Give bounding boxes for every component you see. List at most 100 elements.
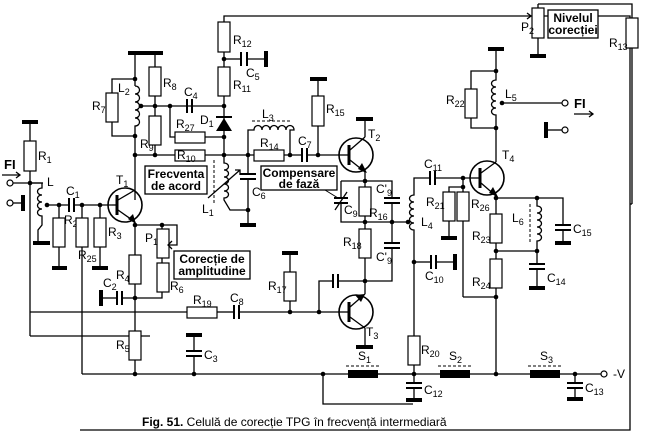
svg-text:C6: C6 [252, 185, 266, 201]
resistor-r24: R24 [472, 258, 503, 291]
capacitor-c9-prime-top: C'9 [376, 182, 400, 204]
resistor-r12: R12 [217, 21, 252, 53]
svg-text:R4: R4 [116, 268, 130, 284]
svg-text:C12: C12 [424, 383, 443, 399]
svg-text:C4: C4 [184, 85, 198, 101]
resistor-r3: R3 [93, 217, 122, 248]
svg-text:L4: L4 [421, 215, 433, 231]
annotation-compensare-de-faza: Compensare de fază [260, 165, 339, 199]
svg-text:R16: R16 [369, 206, 388, 222]
svg-text:R8: R8 [163, 76, 177, 92]
svg-text:de acord: de acord [151, 179, 201, 193]
potentiometer-p1: P1 [145, 225, 173, 259]
capacitor-c5: C5 [224, 51, 268, 82]
svg-text:S2: S2 [449, 349, 462, 365]
svg-text:R11: R11 [233, 78, 251, 94]
ferrite-s3: S3 [528, 349, 562, 378]
resistor-r14: R14 [253, 136, 285, 162]
svg-text:amplitudine: amplitudine [178, 264, 246, 278]
fi-output-terminal: FI [502, 96, 595, 138]
svg-text:C10: C10 [425, 269, 444, 285]
svg-text:S1: S1 [358, 349, 371, 365]
svg-text:C3: C3 [204, 348, 218, 364]
svg-text:R17: R17 [268, 279, 287, 295]
capacitor-c11: C11 [424, 157, 442, 185]
svg-text:R13: R13 [609, 36, 628, 52]
inductor-l2: L2 [118, 79, 141, 136]
resistor-r18: R18 [343, 228, 372, 259]
svg-text:C2: C2 [103, 276, 117, 292]
svg-text:R7: R7 [92, 99, 106, 115]
svg-text:T1: T1 [116, 173, 128, 189]
resistor-r11: R11 [217, 66, 251, 97]
resistor-r13: R13 [609, 17, 639, 52]
capacitor-c13: C13 [567, 374, 604, 401]
svg-text:P1: P1 [145, 231, 158, 247]
capacitor-c15: C15 [555, 222, 592, 245]
inductor-l3: L3 [247, 107, 295, 155]
resistor-r9: R9 [140, 115, 162, 153]
svg-text:L6: L6 [512, 211, 524, 227]
svg-text:C11: C11 [424, 157, 442, 173]
svg-text:R2: R2 [64, 213, 78, 229]
inductor-l: L [30, 175, 54, 245]
svg-text:L5: L5 [505, 87, 517, 103]
diode-d1: D1 [200, 113, 232, 131]
transistor-t3: T3 [338, 293, 378, 341]
resistor-r20: R20 [407, 335, 440, 366]
annotation-frecventa-de-acord: Frecventa de acord [144, 165, 208, 195]
svg-text:P2: P2 [521, 20, 534, 36]
resistor-r16: R16 [358, 186, 388, 222]
svg-text:C13: C13 [585, 381, 604, 397]
svg-text:R15: R15 [326, 102, 345, 118]
svg-text:L1: L1 [202, 202, 214, 218]
resistor-r15: R15 [311, 95, 345, 127]
capacitor-c12: C12 [406, 382, 443, 402]
svg-text:-V: -V [613, 367, 625, 381]
svg-text:C9: C9 [344, 203, 358, 219]
capacitor-c7: C7 [298, 134, 312, 162]
svg-text:R3: R3 [108, 225, 122, 241]
svg-text:R14: R14 [260, 136, 279, 152]
capacitor-c8: C8 [230, 291, 244, 319]
svg-text:FI: FI [574, 96, 586, 111]
capacitor-c9-trimmer: C9 [334, 191, 358, 219]
svg-text:L: L [47, 175, 54, 189]
svg-text:R23: R23 [472, 229, 491, 245]
svg-text:Compensare: Compensare [263, 166, 336, 180]
svg-text:R5: R5 [116, 338, 130, 354]
resistor-r5: R5 [116, 330, 142, 361]
capacitor-c2: C2 [99, 276, 135, 306]
svg-text:R1: R1 [38, 149, 52, 165]
potentiometer-p2: P2 [521, 4, 546, 58]
capacitor-c9-prime-bottom: C'9 [376, 242, 400, 266]
svg-text:T4: T4 [502, 148, 514, 164]
capacitor-c14: C14 [529, 263, 566, 290]
capacitor-c4: C4 [184, 85, 198, 113]
svg-text:C15: C15 [573, 222, 592, 238]
svg-text:C14: C14 [547, 271, 566, 287]
inductor-l4: L4 [408, 190, 433, 245]
svg-text:C8: C8 [230, 291, 244, 307]
resistor-r27: R27 [174, 117, 224, 144]
resistor-r21: R21 [426, 191, 456, 222]
fi-input-terminal: FI [2, 157, 43, 211]
svg-text:R20: R20 [421, 343, 440, 359]
resistor-r6: R6 [156, 262, 184, 295]
svg-text:R21: R21 [426, 195, 445, 211]
resistor-r19: R19 [186, 293, 218, 319]
annotation-nivelul-corectiei: Nivelul corecției [547, 9, 599, 39]
resistor-r10: R10 [174, 148, 224, 164]
resistor-r26: R26 [456, 191, 490, 222]
svg-text:C'9: C'9 [376, 182, 392, 198]
resistor-r4: R4 [116, 254, 142, 285]
svg-text:R10: R10 [177, 148, 196, 164]
figure-caption: Fig. 51. Celulă de corecție TPG în frecv… [142, 415, 447, 429]
svg-text:R18: R18 [343, 235, 362, 251]
inductor-l1: L1 [202, 155, 248, 218]
svg-text:R25: R25 [78, 248, 97, 264]
svg-text:R26: R26 [471, 197, 490, 213]
resistor-r23: R23 [472, 213, 503, 245]
svg-text:C7: C7 [298, 134, 312, 150]
